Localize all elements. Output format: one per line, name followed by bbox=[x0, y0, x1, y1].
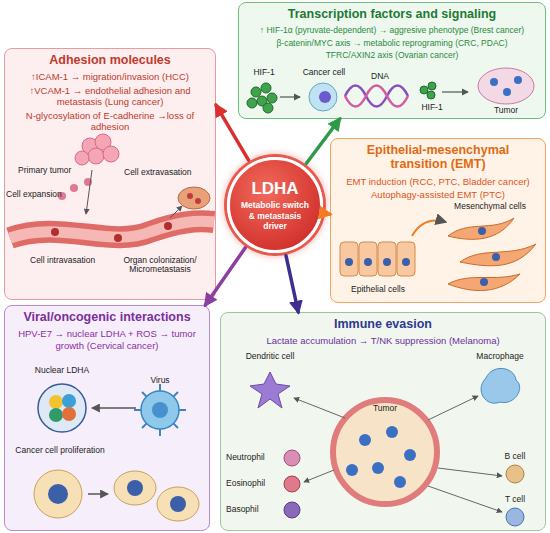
illustration-label: Macrophage bbox=[470, 352, 530, 361]
panel-heading: LDHA bbox=[245, 179, 304, 201]
panel-text: Lactate accumulation → T/NK suppression … bbox=[221, 334, 545, 347]
category-panel: Epithelial-mesenchymal transition (EMT)E… bbox=[330, 138, 546, 303]
illustration-label: Cancer cell bbox=[298, 68, 350, 77]
panel-heading: Viral/oncogenic interactions bbox=[5, 306, 209, 327]
illustration-label: HIF-1 bbox=[412, 103, 452, 112]
illustration-label: Neutrophil bbox=[226, 453, 276, 462]
panel-text: EMT induction (RCC, PTC, Bladder cancer) bbox=[331, 175, 545, 188]
illustration-label: Tumor bbox=[488, 106, 524, 115]
category-panel: Transcription factors and signaling↑ HIF… bbox=[238, 2, 546, 119]
illustration-label: Epithelial cells bbox=[333, 285, 423, 294]
illustration-label: Virus bbox=[140, 376, 180, 385]
panel-text: HPV-E7 → nuclear LDHA + ROS → tumor grow… bbox=[5, 327, 209, 352]
illustration-label: B cell bbox=[495, 452, 535, 461]
illustration-label: Eosinophil bbox=[226, 479, 276, 488]
illustration-label: Cancer cell proliferation bbox=[0, 446, 120, 455]
illustration-label: Cell intravasation bbox=[30, 256, 100, 265]
connector-arrow bbox=[286, 256, 298, 312]
illustration-label: Organ colonization/ Micrometastasis bbox=[110, 256, 210, 275]
illustration-label: Nuclear LDHA bbox=[20, 366, 104, 375]
category-panel: Viral/oncogenic interactionsHPV-E7 → nuc… bbox=[4, 305, 210, 531]
panel-text: ↑ICAM-1 → migration/invasion (HCC) bbox=[5, 70, 215, 83]
illustration-label: Dendritic cell bbox=[240, 352, 300, 361]
illustration-label: Tumor bbox=[365, 404, 405, 413]
panel-text: ↑ HIF-1α (pyruvate-dependent) → aggresiv… bbox=[239, 24, 545, 36]
panel-text: TFRC/AXIN2 axis (Ovarian cancer) bbox=[239, 49, 545, 61]
panel-heading: Transcription factors and signaling bbox=[239, 3, 545, 24]
illustration-label: Cell extravasation bbox=[124, 168, 194, 177]
panel-text: N-glycosylation of E-cadherine →loss of … bbox=[5, 109, 215, 134]
illustration-label: HIF-1 bbox=[244, 68, 284, 77]
panel-text: Metabolic switch & metastasis driver bbox=[230, 200, 320, 231]
panel-heading: Adhesion molecules bbox=[5, 49, 215, 70]
illustration-label: T cell bbox=[495, 495, 535, 504]
illustration-label: Primary tumor bbox=[18, 166, 78, 175]
panel-text: ↑VCAM-1 → endothelial adhesion and metas… bbox=[5, 84, 215, 109]
illustration-label: DNA bbox=[362, 72, 398, 81]
illustration-label: Basophil bbox=[226, 505, 276, 514]
panel-heading: Immune evasion bbox=[221, 313, 545, 334]
category-panel: Immune evasionLactate accumulation → T/N… bbox=[220, 312, 546, 531]
central-circle: LDHAMetabolic switch & metastasis driver bbox=[227, 157, 323, 253]
panel-text: Autophagy-assisted EMT (PTC) bbox=[331, 188, 545, 201]
panel-heading: Epithelial-mesenchymal transition (EMT) bbox=[331, 139, 545, 175]
illustration-label: Cell expansion bbox=[6, 190, 66, 199]
panel-text: β-catenin/MYC axis → metabolic reprogram… bbox=[239, 37, 545, 49]
illustration-label: Mesenchymal cells bbox=[440, 202, 540, 211]
